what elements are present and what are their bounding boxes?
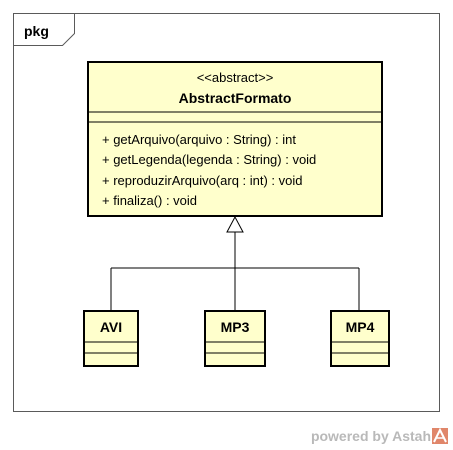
package-tab (13, 13, 75, 46)
subclass-box-avi[interactable]: AVI (83, 310, 139, 367)
watermark-text: powered by Astah (311, 428, 431, 444)
subclass-border (204, 310, 266, 367)
class-name: AbstractFormato (179, 90, 292, 106)
subclass-border (330, 310, 390, 367)
subclass-name: AVI (100, 319, 122, 335)
subclass-border (83, 310, 139, 367)
subclass-name: MP3 (221, 319, 250, 335)
class-stereotype: <<abstract>> (197, 70, 274, 85)
subclass-box-mp4[interactable]: MP4 (330, 310, 390, 367)
watermark: powered by Astah (311, 427, 448, 444)
operation: + getLegenda(legenda : String) : void (102, 152, 316, 167)
operation: + reproduzirArquivo(arq : int) : void (102, 173, 303, 188)
astah-logo-icon (432, 427, 448, 444)
abstract-class-box[interactable]: <<abstract>> AbstractFormato + getArquiv… (87, 61, 383, 217)
operation: + getArquivo(arquivo : String) : int (102, 132, 296, 147)
operation: + finaliza() : void (102, 193, 197, 208)
subclass-name: MP4 (346, 319, 375, 335)
subclass-box-mp3[interactable]: MP3 (204, 310, 266, 367)
generalization-connectors (110, 215, 360, 310)
package-label: pkg (24, 23, 49, 39)
